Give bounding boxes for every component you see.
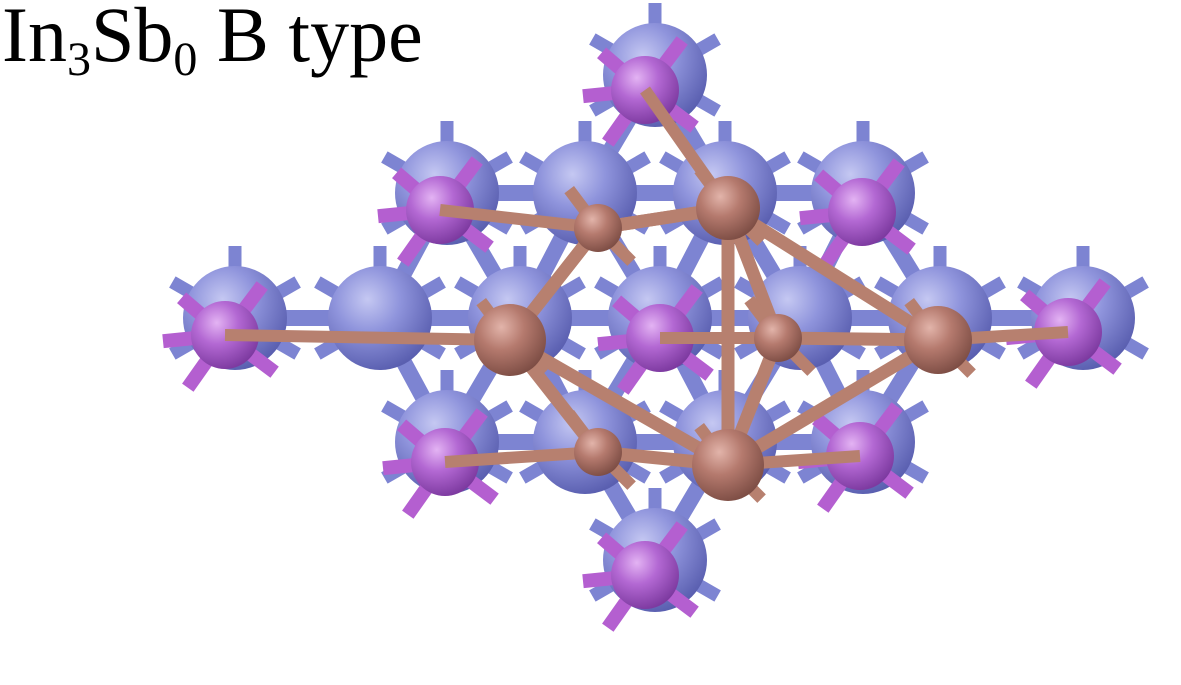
cluster-bond bbox=[724, 334, 942, 471]
cluster-atom bbox=[574, 204, 622, 252]
cluster-adsorbate-bond bbox=[224, 329, 511, 346]
adsorbate-atom bbox=[828, 178, 896, 246]
cluster-atom bbox=[904, 306, 972, 374]
cluster-atom bbox=[754, 314, 802, 362]
adsorbate-atom bbox=[611, 541, 679, 609]
cluster-atom bbox=[696, 176, 760, 240]
substrate-atom bbox=[328, 266, 432, 370]
cluster-bond bbox=[724, 202, 942, 346]
cluster-bond bbox=[506, 334, 732, 471]
cluster-atom bbox=[474, 304, 546, 376]
cluster-adsorbate-bond bbox=[444, 446, 599, 468]
title-in: In bbox=[2, 0, 67, 78]
cluster-adsorbate-bond bbox=[439, 204, 599, 234]
cluster-atom bbox=[692, 429, 764, 501]
title-sub-0: 0 bbox=[173, 33, 198, 86]
title-sub-3: 3 bbox=[66, 33, 91, 86]
cluster-atoms bbox=[474, 176, 972, 501]
figure-title: In3Sb0 B type bbox=[2, 0, 423, 84]
title-rest: B type bbox=[197, 0, 423, 78]
cluster-atom bbox=[574, 428, 622, 476]
title-sb: Sb bbox=[90, 0, 174, 78]
